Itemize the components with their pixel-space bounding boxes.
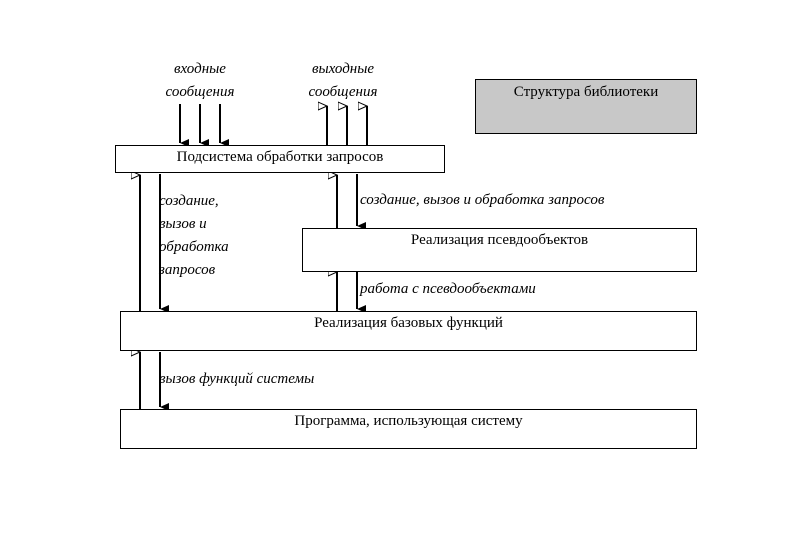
subsystem-box: Подсистема обработки запросов — [115, 145, 445, 173]
library-structure-title: Структура библиотеки — [513, 84, 659, 100]
left-creation-label: создание, вызов и обработка запросов — [159, 190, 229, 282]
system-calls-label: вызов функций системы — [159, 371, 315, 387]
incoming-arrows — [179, 104, 229, 147]
output-messages-line-2: сообщения — [308, 84, 378, 100]
left-creation-line-3: обработка — [159, 239, 229, 255]
pseudo-objects-box-label: Реализация псевдообъектов — [410, 232, 589, 248]
input-messages-label: входные сообщения — [148, 58, 252, 104]
outgoing-arrows — [327, 106, 368, 145]
input-messages-line-1: входные — [174, 61, 226, 77]
program-box-label: Программа, использующая систему — [294, 413, 523, 429]
input-messages-line-2: сообщения — [165, 84, 235, 100]
base-functions-box-label: Реализация базовых функций — [314, 315, 503, 331]
subsystem-box-label: Подсистема обработки запросов — [176, 149, 384, 165]
pseudo-work-label: работа с псевдообъектами — [360, 281, 536, 297]
left-creation-line-1: создание, — [159, 193, 219, 209]
program-box: Программа, использующая систему — [120, 409, 697, 449]
pseudo-objects-box: Реализация псевдообъектов — [302, 228, 697, 272]
output-messages-line-1: выходные — [311, 61, 375, 77]
right-creation-label: создание, вызов и обработка запросов — [360, 192, 605, 208]
output-messages-label: выходные сообщения — [291, 58, 395, 104]
left-creation-line-4: запросов — [159, 262, 216, 278]
base-functions-box: Реализация базовых функций — [120, 311, 697, 351]
library-structure-title-box: Структура библиотеки — [475, 79, 697, 134]
left-creation-line-2: вызов и — [159, 216, 207, 232]
